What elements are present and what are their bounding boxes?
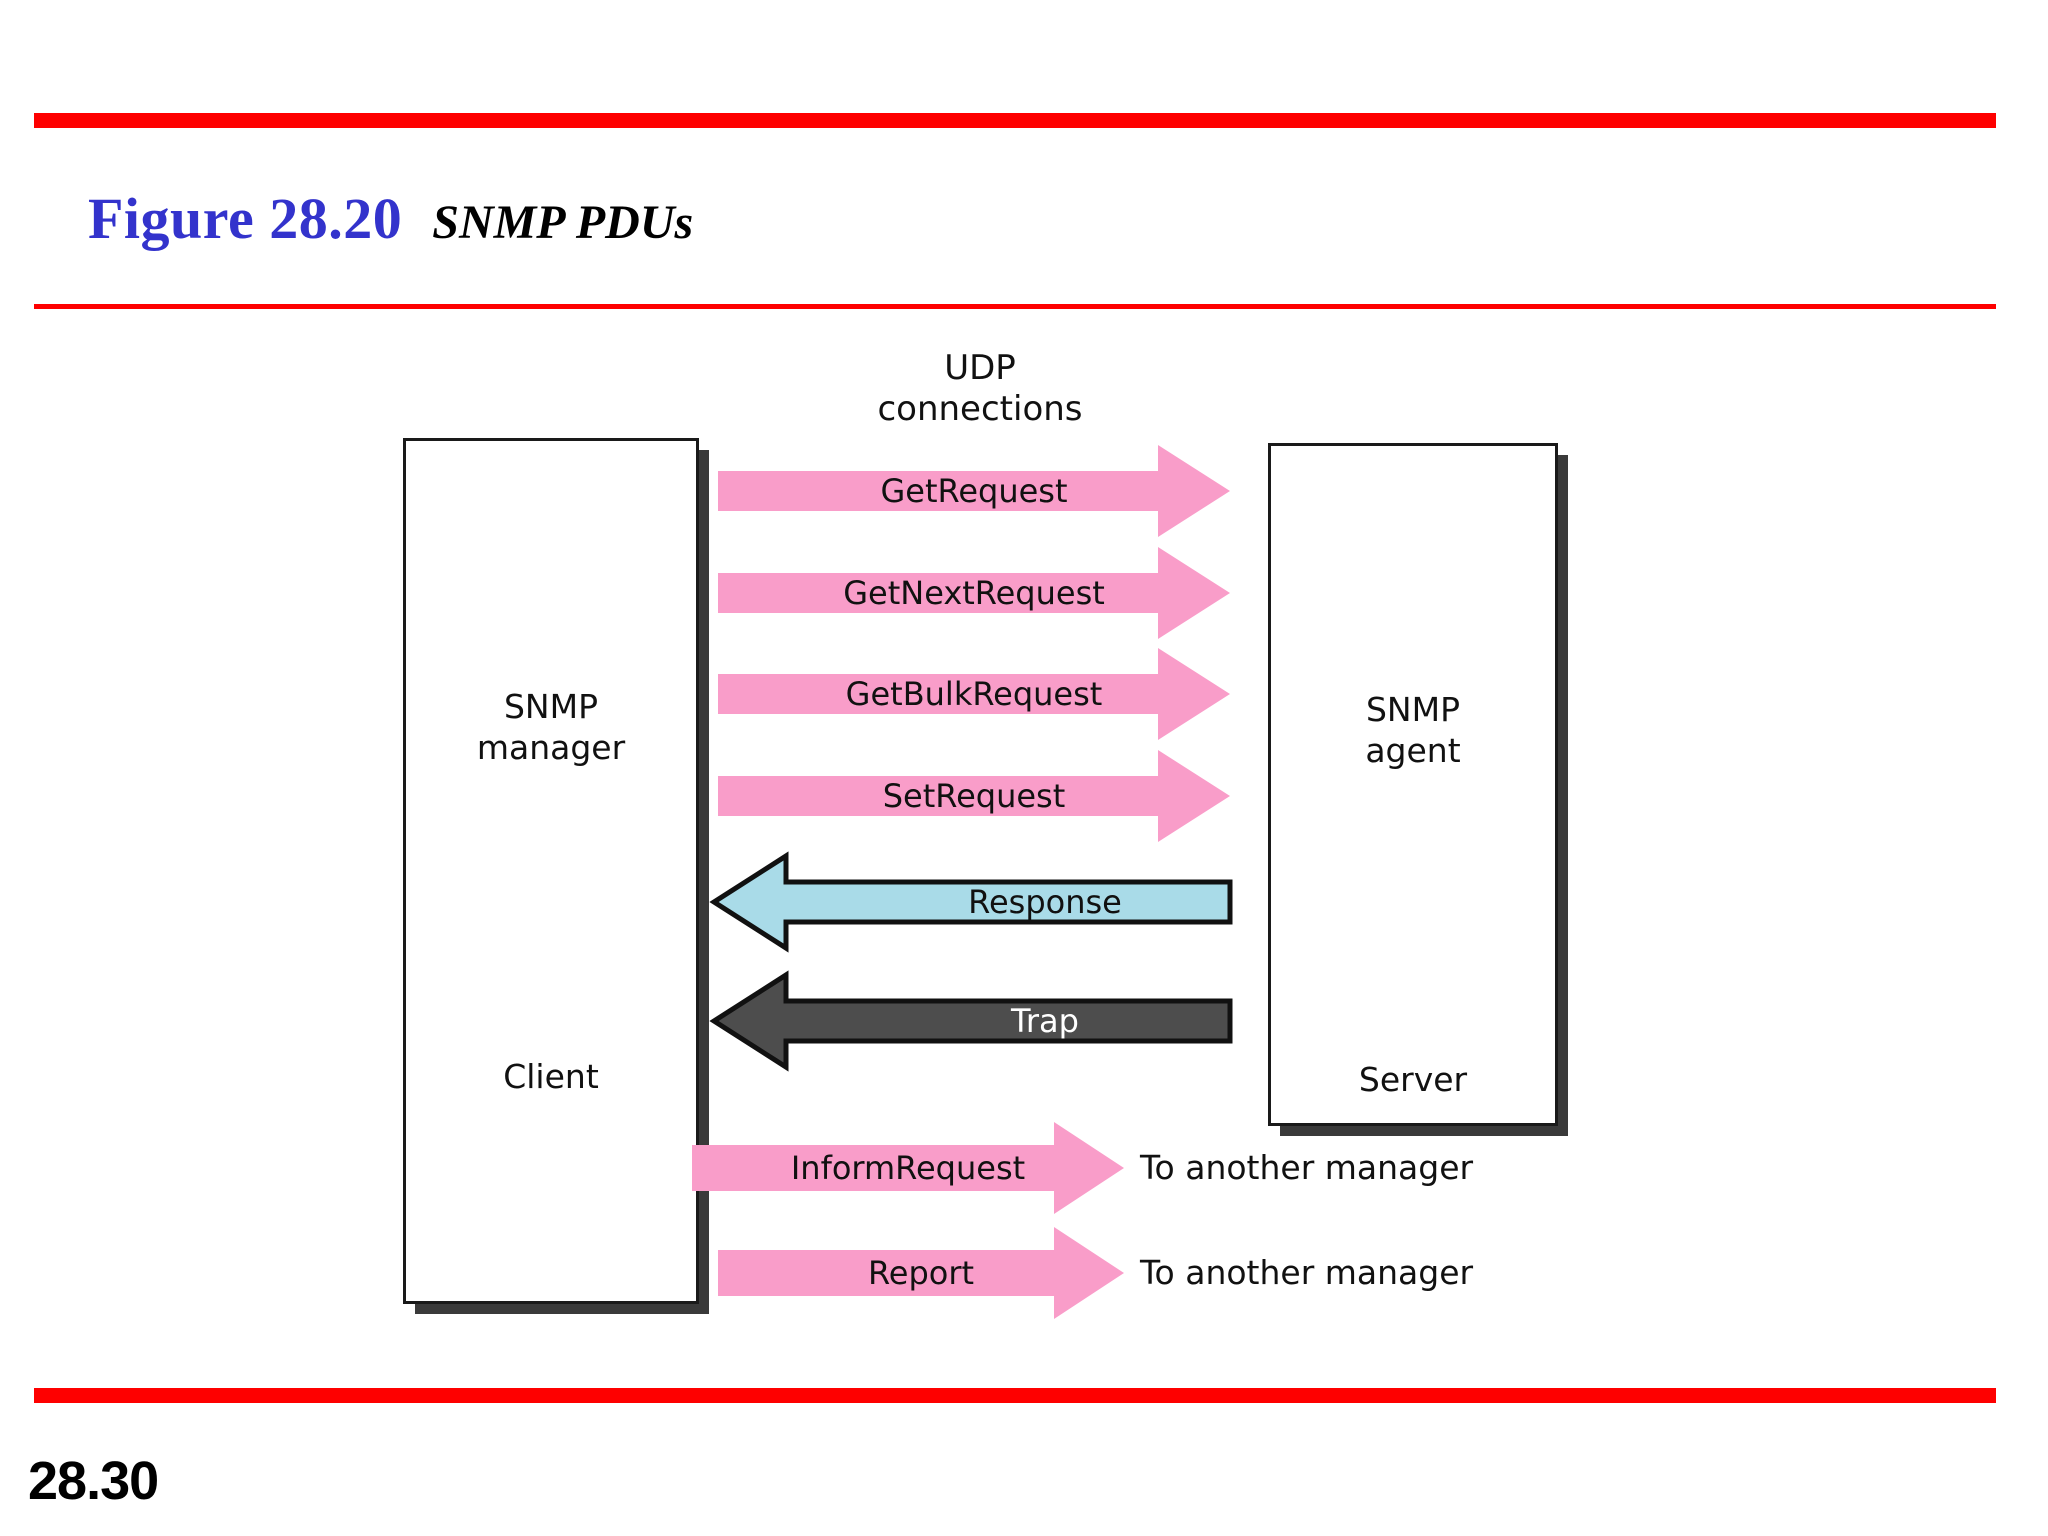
snmp-manager-box[interactable]: SNMP manager Client bbox=[403, 438, 699, 1304]
message-arrow-informrequest[interactable]: InformRequest bbox=[692, 1122, 1124, 1214]
figure-number: Figure 28.20 bbox=[88, 186, 403, 251]
page-number: 28.30 bbox=[28, 1451, 159, 1511]
page-title: Figure 28.20 SNMP PDUs bbox=[88, 185, 693, 252]
message-arrow-setrequest[interactable]: SetRequest bbox=[718, 750, 1230, 842]
message-arrow-response[interactable]: Response bbox=[709, 851, 1233, 953]
snmp-agent-box[interactable]: SNMP agent Server bbox=[1268, 443, 1558, 1126]
snmp-agent-role: Server bbox=[1358, 1060, 1468, 1099]
snmp-manager-role: Client bbox=[503, 1057, 599, 1096]
header-divider-rule bbox=[34, 304, 1996, 309]
message-arrow-getrequest[interactable]: GetRequest bbox=[718, 445, 1230, 537]
informrequest-destination-caption: To another manager bbox=[1140, 1148, 1474, 1187]
message-arrow-report[interactable]: Report bbox=[718, 1227, 1124, 1319]
snmp-agent-title: SNMP agent bbox=[1365, 690, 1461, 771]
top-red-rule bbox=[34, 113, 1996, 128]
figure-title: SNMP PDUs bbox=[432, 196, 694, 249]
message-arrow-getbulkrequest[interactable]: GetBulkRequest bbox=[718, 648, 1230, 740]
report-destination-caption: To another manager bbox=[1140, 1253, 1474, 1292]
message-arrow-getnextrequest[interactable]: GetNextRequest bbox=[718, 547, 1230, 639]
udp-connections-label: UDP connections bbox=[877, 348, 1083, 429]
bottom-red-rule bbox=[34, 1388, 1996, 1403]
snmp-manager-title: SNMP manager bbox=[476, 687, 626, 768]
message-arrow-trap[interactable]: Trap bbox=[709, 970, 1233, 1072]
